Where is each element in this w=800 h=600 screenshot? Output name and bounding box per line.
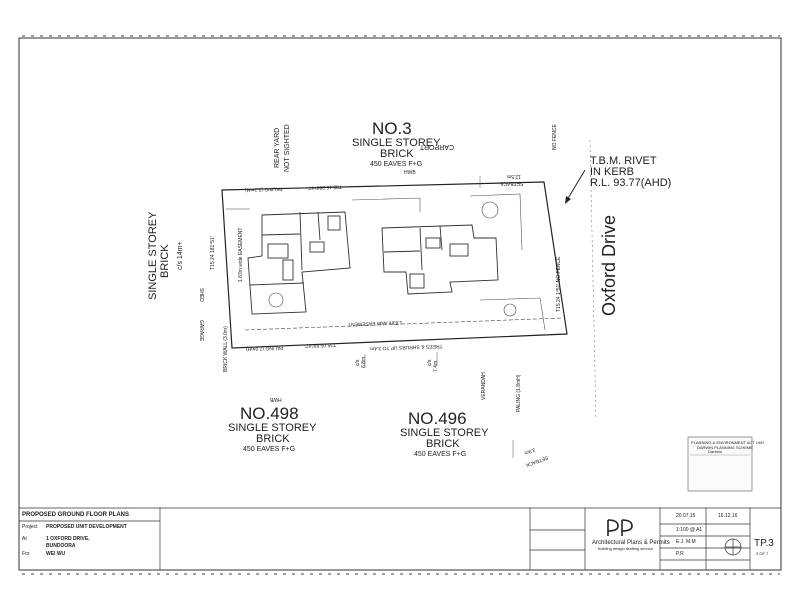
neighbour-no498-eaves: 450 EAVES F+G <box>243 446 296 453</box>
rear-yard-label: REAR YARD <box>274 127 281 168</box>
neighbour-no3-title: NO.3 <box>372 119 412 138</box>
hwb-top-label: HWB <box>404 170 416 176</box>
drawing-scale: 1:100 @ A1 <box>676 527 703 533</box>
hwb-bottom-label: HWB <box>270 396 282 402</box>
bearing-top-label: T35.15 289°47' <box>307 183 342 191</box>
neighbour-no3-eaves: 450 EAVES F+G <box>370 161 423 168</box>
for-label: For <box>22 551 30 557</box>
cs-68-value: 6.8m <box>361 356 367 368</box>
unit-2-floor-plan <box>381 224 499 295</box>
west-neighbour-storey: SINGLE STOREY <box>147 211 159 300</box>
bearing-bottom-label: T35.05 89°47' <box>304 341 337 349</box>
easement-bottom-label: 1.83m wide EASEMENT <box>347 319 403 327</box>
stamp-title: PLANNING & ENVIRONMENT ACT 1987 <box>691 440 765 445</box>
sheet-of: 3 OF 7 <box>756 551 769 556</box>
address-line1: 1 OXFORD DRIVE, <box>46 536 90 542</box>
date-revised: 16.12.16 <box>718 513 738 519</box>
verandah-label: VERANDAH <box>481 372 487 400</box>
checked-by: P.R <box>676 551 684 557</box>
west-neighbour-material: BRICK <box>159 244 171 278</box>
paling-top-label: PALING (2.1mH) <box>244 185 283 193</box>
bearing-left-label: T15.24 181°51' <box>210 236 216 270</box>
shed-label: SHED <box>198 288 204 302</box>
carport-label: CARPORT <box>419 143 454 150</box>
tbm-line3: R.L. 93.77(AHD) <box>590 177 672 189</box>
neighbour-no3-storey: SINGLE STOREY <box>352 137 441 149</box>
neighbour-no3-material: BRICK <box>380 148 414 160</box>
project-label: Project <box>22 524 38 530</box>
neighbour-no496-eaves: 450 EAVES F+G <box>414 451 467 458</box>
paling-bottom-label: PALING (2.0mH) <box>245 344 284 352</box>
neighbour-no498-material: BRICK <box>256 433 290 445</box>
setback-top-label: SETBACK <box>500 180 524 186</box>
tbm-line1: T.B.M. RIVET <box>590 155 657 167</box>
drawn-by: E.J. M.M <box>676 539 696 545</box>
north-arrow-icon <box>724 538 742 556</box>
no-fence-top-label: NO FENCE <box>552 124 558 150</box>
company-subtitle: building design drafting service <box>598 546 653 551</box>
cs-74-value: 7.4m <box>433 360 439 372</box>
stamp-council: Darebin <box>708 449 723 454</box>
company-logo <box>607 519 633 536</box>
paling-right-label: PALING (1.8mH) <box>516 374 522 412</box>
title-block-lines <box>19 508 751 570</box>
address-line2: BUNDOORA <box>46 543 76 549</box>
neighbour-no496-title: NO.496 <box>408 409 467 428</box>
sheet-border <box>18 37 782 571</box>
bearing-right-label: T15.24 1°51' NO FENCE <box>556 256 562 312</box>
planning-stamp <box>687 436 753 492</box>
neighbour-no496-storey: SINGLE STOREY <box>400 427 489 439</box>
site-boundary <box>221 181 568 349</box>
stamp-sub: DARWIN PLANNING SCHEME <box>697 445 753 450</box>
street-name: Oxford Drive <box>599 214 619 316</box>
sheet-number: TP.3 <box>754 538 774 549</box>
setback-top-value: 12.5m <box>507 173 521 179</box>
tbm-line2: IN KERB <box>590 166 635 178</box>
at-label: At <box>22 536 27 542</box>
unit-1-floor-plan <box>247 211 351 315</box>
neighbour-no498-title: NO.498 <box>240 404 299 423</box>
neighbour-no496-material: BRICK <box>426 438 460 450</box>
project-name: PROPOSED UNIT DEVELOPMENT <box>46 524 127 530</box>
company-name: Architectural Plans & Permits <box>592 540 670 546</box>
not-sighted-label: NOT SIGHTED <box>284 124 291 172</box>
garage-label: GARAGE <box>198 320 204 342</box>
client-name: WEI WU <box>46 551 66 557</box>
brick-wall-label: BRICK WALL (3.0m) <box>223 326 229 372</box>
title-heading: PROPOSED GROUND FLOOR PLANS <box>22 512 130 518</box>
neighbour-no498-storey: SINGLE STOREY <box>228 422 317 434</box>
west-neighbour-cs: c/s 14m+ <box>177 241 184 270</box>
easement-left-label: 1.83m wide EASEMENT <box>238 227 244 282</box>
date-original: 20.07.15 <box>676 513 696 519</box>
